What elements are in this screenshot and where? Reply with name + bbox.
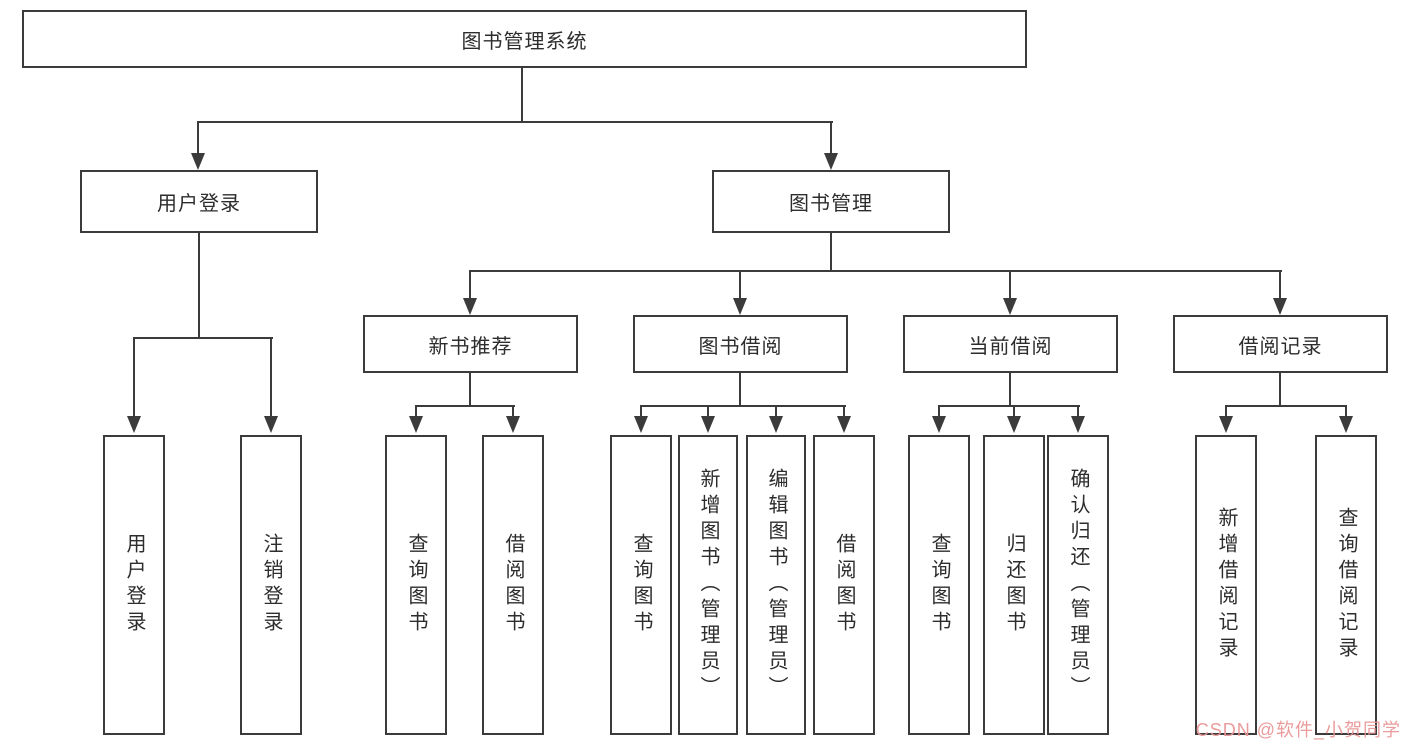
leaf-add-books-admin: 新增图书（管理员）: [678, 435, 738, 735]
connector-line: [270, 337, 272, 418]
arrow-down-icon: [932, 416, 946, 433]
arrow-down-icon: [1007, 416, 1021, 433]
arrow-down-icon: [1339, 416, 1353, 433]
node-label: 借阅记录: [1238, 335, 1323, 358]
connector-line: [843, 405, 845, 418]
arrow-down-icon: [463, 298, 477, 315]
leaf-label: 查询图书: [630, 533, 652, 637]
arrow-down-icon: [506, 416, 520, 433]
node-label: 图书管理: [789, 193, 873, 215]
leaf-label: 查询借阅记录: [1335, 507, 1357, 663]
connector-line: [641, 405, 846, 407]
connector-line: [470, 270, 1282, 272]
node-label: 图书借阅: [698, 335, 783, 358]
connector-line: [1279, 270, 1281, 299]
connector-line: [198, 121, 833, 123]
leaf-return-books: 归还图书: [983, 435, 1045, 735]
connector-line: [640, 405, 642, 418]
node-book-borrowing: 图书借阅: [633, 315, 848, 373]
leaf-label: 注销登录: [260, 533, 282, 637]
leaf-confirm-return-admin: 确认归还（管理员）: [1047, 435, 1109, 735]
arrow-down-icon: [733, 298, 747, 315]
leaf-add-borrow-record: 新增借阅记录: [1195, 435, 1257, 735]
connector-line: [197, 121, 199, 155]
leaf-query-borrow-record: 查询借阅记录: [1315, 435, 1377, 735]
connector-line: [1226, 405, 1347, 407]
leaf-label: 查询图书: [405, 533, 427, 637]
leaf-label: 用户登录: [123, 533, 145, 637]
node-borrowing-records: 借阅记录: [1173, 315, 1388, 373]
leaf-label: 借阅图书: [833, 533, 855, 637]
arrow-down-icon: [1003, 298, 1017, 315]
connector-line: [416, 405, 515, 407]
leaf-edit-books-admin: 编辑图书（管理员）: [746, 435, 806, 735]
connector-line: [1009, 373, 1011, 407]
arrow-down-icon: [837, 416, 851, 433]
connector-line: [512, 405, 514, 418]
connector-line: [134, 337, 273, 339]
leaf-label: 新增图书（管理员）: [697, 468, 719, 702]
node-current-borrowing: 当前借阅: [903, 315, 1118, 373]
leaf-label: 确认归还（管理员）: [1067, 468, 1089, 702]
connector-line: [830, 121, 832, 155]
connector-line: [1013, 405, 1015, 418]
connector-line: [521, 67, 523, 122]
node-root-system: 图书管理系统: [22, 10, 1027, 68]
leaf-query-books: 查询图书: [610, 435, 672, 735]
connector-line: [739, 270, 741, 299]
csdn-watermark: CSDN @软件_小贺同学: [1195, 720, 1401, 740]
leaf-user-login: 用户登录: [103, 435, 165, 735]
connector-line: [938, 405, 940, 418]
arrow-down-icon: [1219, 416, 1233, 433]
arrow-down-icon: [701, 416, 715, 433]
arrow-down-icon: [824, 153, 838, 170]
connector-line: [1225, 405, 1227, 418]
leaf-label: 编辑图书（管理员）: [765, 468, 787, 702]
connector-line: [133, 337, 135, 418]
arrow-down-icon: [409, 416, 423, 433]
arrow-down-icon: [1071, 416, 1085, 433]
leaf-label: 归还图书: [1003, 533, 1025, 637]
arrow-down-icon: [264, 416, 278, 433]
connector-line: [198, 233, 200, 339]
node-book-management-branch: 图书管理: [712, 170, 950, 233]
node-label: 用户登录: [157, 193, 241, 215]
leaf-label: 新增借阅记录: [1215, 507, 1237, 663]
leaf-query-books: 查询图书: [908, 435, 970, 735]
arrow-down-icon: [1273, 298, 1287, 315]
connector-line: [415, 405, 417, 418]
arrow-down-icon: [191, 153, 205, 170]
leaf-logout: 注销登录: [240, 435, 302, 735]
node-root-label: 图书管理系统: [461, 30, 588, 53]
arrow-down-icon: [127, 416, 141, 433]
connector-line: [1279, 373, 1281, 407]
connector-line: [830, 233, 832, 272]
node-new-book-recommend: 新书推荐: [363, 315, 578, 373]
arrow-down-icon: [634, 416, 648, 433]
leaf-label: 查询图书: [928, 533, 950, 637]
connector-line: [1077, 405, 1079, 418]
connector-line: [775, 405, 777, 418]
connector-line: [469, 373, 471, 407]
connector-line: [739, 373, 741, 407]
leaf-borrow-books: 借阅图书: [482, 435, 544, 735]
connector-line: [939, 405, 1080, 407]
leaf-query-books: 查询图书: [385, 435, 447, 735]
leaf-borrow-books: 借阅图书: [813, 435, 875, 735]
connector-line: [707, 405, 709, 418]
node-label: 新书推荐: [428, 335, 513, 358]
leaf-label: 借阅图书: [502, 533, 524, 637]
node-label: 当前借阅: [968, 335, 1053, 358]
connector-line: [469, 270, 471, 299]
arrow-down-icon: [769, 416, 783, 433]
connector-line: [1345, 405, 1347, 418]
connector-line: [1009, 270, 1011, 299]
node-user-login-branch: 用户登录: [80, 170, 318, 233]
